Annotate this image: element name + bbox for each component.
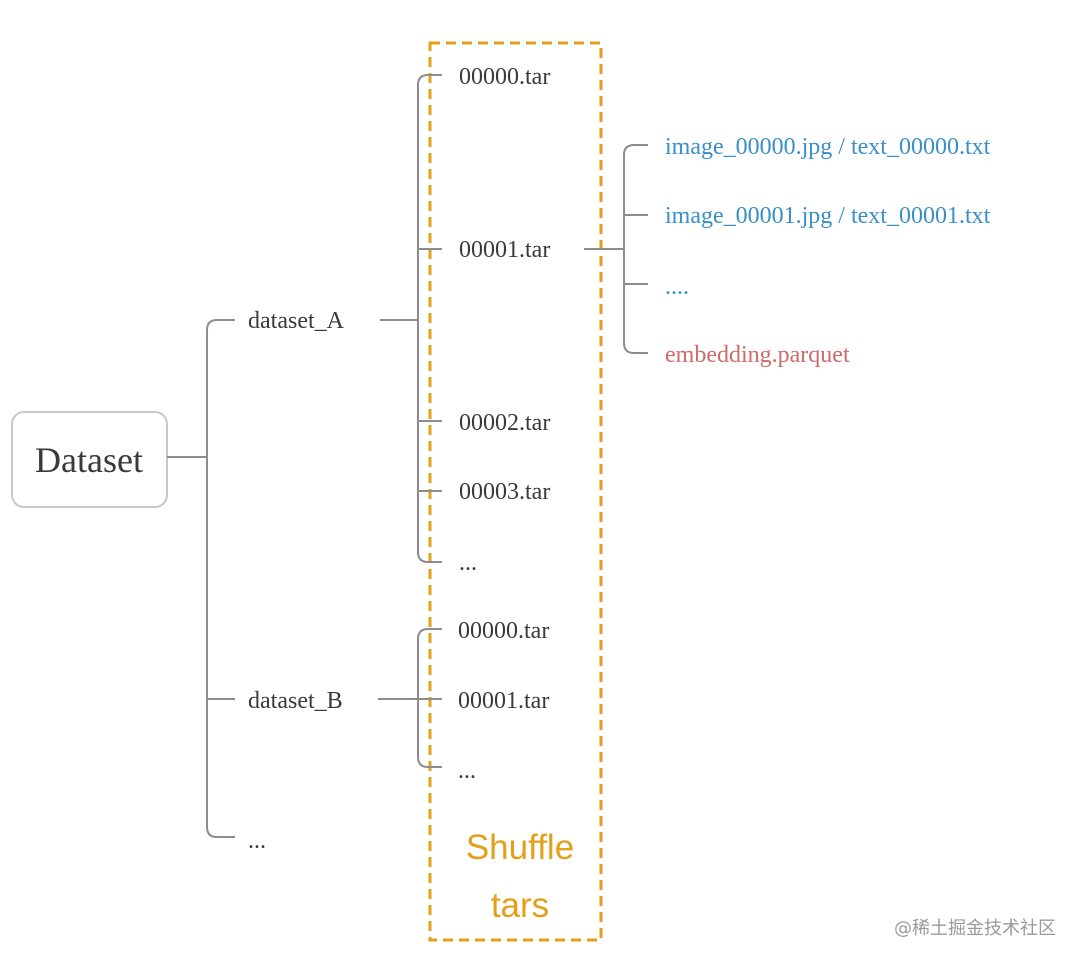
dataset-a-tar-00002: 00002.tar — [459, 410, 550, 436]
shuffle-label-line1: Shuffle — [466, 828, 574, 867]
dataset-a-tar-more: ... — [459, 550, 477, 576]
dataset-a-tar-00003: 00003.tar — [459, 479, 550, 505]
file-embedding-parquet: embedding.parquet — [665, 342, 850, 368]
dataset-b-tar-more: ... — [458, 758, 476, 784]
watermark: @稀土掘金技术社区 — [894, 918, 1056, 939]
root-node-label: Dataset — [35, 440, 143, 480]
dataset-b-tar-00000: 00000.tar — [458, 618, 549, 644]
dataset-a-tar-00000: 00000.tar — [459, 64, 550, 90]
root-node-box — [11, 411, 168, 508]
dataset-more-label: ... — [248, 828, 266, 854]
dataset-a-label: dataset_A — [248, 308, 345, 334]
dataset-b-label: dataset_B — [248, 688, 343, 714]
file-image-text-00000: image_00000.jpg / text_00000.txt — [665, 134, 991, 160]
shuffle-label-line2: tars — [491, 886, 549, 925]
file-more: .... — [665, 274, 689, 300]
file-image-text-00001: image_00001.jpg / text_00001.txt — [665, 203, 991, 229]
tar-contents-bracket — [623, 144, 648, 354]
dataset-a-tars-bracket — [417, 74, 442, 563]
dataset-a-tar-00001: 00001.tar — [459, 237, 550, 263]
datasets-bracket — [206, 319, 235, 838]
dataset-b-tar-00001: 00001.tar — [458, 688, 549, 714]
